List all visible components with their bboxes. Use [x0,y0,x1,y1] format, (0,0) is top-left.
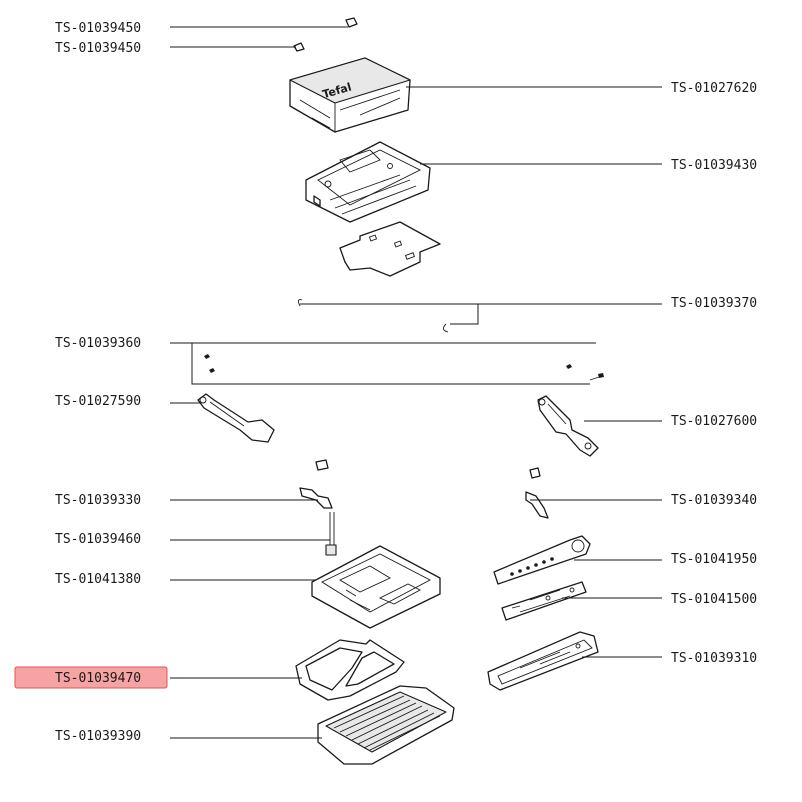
part-label[interactable]: TS-01039450 [55,21,141,36]
part-label[interactable]: TS-01041950 [671,552,757,567]
right-hinge-arm-drawing [537,395,599,457]
part-label[interactable]: TS-01027590 [55,394,141,409]
part-label[interactable]: TS-01039340 [671,493,757,508]
highlighted-part-marker [14,666,168,689]
right-bracket-drawing [525,491,549,519]
part-label[interactable]: TS-01041380 [55,572,141,587]
control-housing-drawing [487,631,599,691]
part-label[interactable]: TS-01039330 [55,493,141,508]
part-label-highlighted[interactable]: TS-01039470 [55,671,141,686]
grill-plate-drawing [317,685,455,765]
screws-drawing [204,354,604,381]
part-label[interactable]: TS-01039450 [55,41,141,56]
control-bar-drawing [493,535,591,585]
part-label[interactable]: TS-01039460 [55,532,141,547]
part-label[interactable]: TS-01027600 [671,414,757,429]
part-label[interactable]: TS-01039360 [55,336,141,351]
part-label[interactable]: TS-01039310 [671,651,757,666]
upper-housing-drawing [305,141,431,223]
clip-part-drawing [293,17,358,52]
gasket-frame-drawing [295,639,405,701]
spring-drawing [297,299,449,333]
leader-lines [170,26,662,739]
left-hinge-arm-drawing [197,393,275,443]
top-cover-drawing: Tefal [289,57,411,133]
thermostat-drawing [325,512,337,556]
part-label[interactable]: TS-01039430 [671,158,757,173]
left-bracket-drawing [299,487,333,509]
heating-film-drawing [339,221,441,277]
part-label[interactable]: TS-01039370 [671,296,757,311]
part-label[interactable]: TS-01027620 [671,81,757,96]
lower-housing-drawing [311,545,441,629]
part-labels: TS-01039450 TS-01039450 TS-01027620 TS-0… [55,21,757,744]
small-clip-drawing [315,459,541,479]
part-label[interactable]: TS-01039390 [55,729,141,744]
part-label[interactable]: TS-01041500 [671,592,757,607]
pcb-board-drawing [501,581,587,621]
